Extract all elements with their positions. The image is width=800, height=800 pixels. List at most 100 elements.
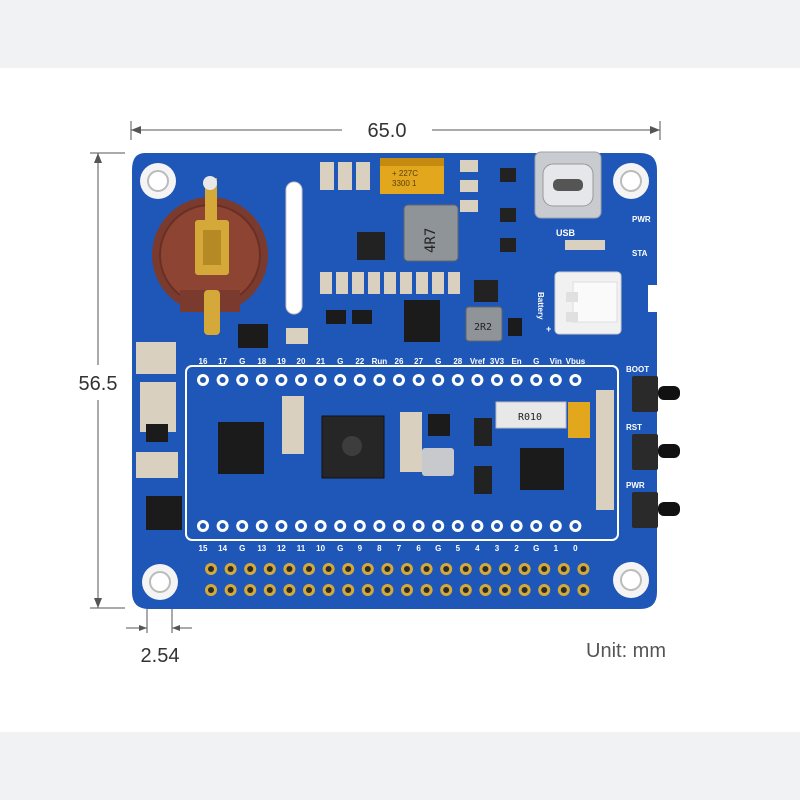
pad-hole-center — [415, 523, 422, 529]
pad-hole-center — [396, 377, 402, 383]
header-pin-hole — [325, 587, 332, 593]
pad-hole-center — [200, 377, 206, 383]
header-pin-hole — [580, 566, 587, 572]
pin-label: 10 — [316, 544, 325, 553]
battery-connector — [554, 271, 622, 335]
button-label: BOOT — [626, 365, 649, 374]
pin-label: 4 — [475, 544, 480, 553]
header-pin-hole — [286, 566, 293, 572]
header-pin-hole — [306, 587, 312, 593]
button-actuator[interactable] — [658, 444, 680, 458]
pad-hole-center — [278, 523, 285, 529]
header-pin-hole — [266, 566, 273, 572]
pin-label: 0 — [573, 544, 578, 553]
pad-hole-center — [396, 523, 402, 529]
inductor-2r2: 2R2 — [465, 306, 503, 342]
module-components: R010 — [218, 390, 614, 510]
svg-text:3300 1: 3300 1 — [392, 179, 417, 188]
pin-label: 3 — [495, 544, 500, 553]
pin-label: G — [337, 544, 343, 553]
tactile-button[interactable] — [632, 376, 658, 412]
pad-hole-center — [219, 523, 226, 529]
header-pin-hole — [541, 566, 548, 572]
header-pin-hole — [443, 587, 450, 593]
tactile-button[interactable] — [632, 434, 658, 470]
pin-label: 22 — [355, 357, 364, 366]
height-dimension: 56.5 — [79, 152, 125, 609]
pad-hole-center — [376, 377, 383, 383]
pad-hole-center — [572, 377, 579, 383]
pad-hole-center — [298, 523, 304, 529]
pad-hole-center — [258, 523, 265, 529]
pin-label: 20 — [297, 357, 306, 366]
pad-hole-center — [239, 523, 246, 529]
pad-hole-center — [415, 377, 422, 383]
pad-hole-center — [376, 523, 383, 529]
pad-hole-center — [317, 377, 324, 383]
header-pin-hole — [266, 587, 273, 593]
mounting-hole — [142, 564, 178, 600]
button-label: PWR — [626, 481, 645, 490]
pin-label: 16 — [199, 357, 208, 366]
pin-label: 9 — [358, 544, 363, 553]
tactile-button[interactable] — [632, 492, 658, 528]
bottom-pad-row — [197, 520, 582, 532]
pad-hole-center — [435, 377, 442, 383]
smd-components — [286, 160, 605, 344]
inductor-4r7: 4R7 — [403, 204, 459, 262]
pin-label: G — [239, 357, 245, 366]
pin-label: 21 — [316, 357, 325, 366]
header-pin-hole — [521, 566, 528, 572]
top-pad-row — [197, 374, 582, 386]
header-pin-hole — [580, 587, 587, 593]
pad-hole-center — [435, 523, 442, 529]
header-pin-hole — [247, 566, 254, 572]
usb-label: USB — [556, 228, 576, 238]
header-pin-hole — [325, 566, 332, 572]
tantalum-capacitor: + 227C 3300 1 — [380, 158, 444, 194]
pitch-label: 2.54 — [141, 645, 180, 667]
header-pin-hole — [560, 566, 567, 572]
pin-label: G — [533, 544, 539, 553]
pad-hole-center — [219, 377, 226, 383]
pin-label: 1 — [554, 544, 559, 553]
pad-hole-center — [200, 523, 206, 529]
width-dimension: 65.0 — [130, 120, 661, 142]
pad-hole-center — [494, 377, 500, 383]
left-components — [136, 342, 182, 530]
svg-text:4R7: 4R7 — [423, 228, 439, 253]
pad-hole-center — [298, 377, 304, 383]
pin-label: G — [533, 357, 539, 366]
usb-c-connector — [534, 151, 602, 219]
pad-hole-center — [474, 377, 481, 383]
pin-label: 28 — [453, 357, 462, 366]
pin-label: Vref — [470, 357, 485, 366]
pico-module-outline — [185, 365, 619, 541]
battery-plus-label: + — [546, 324, 551, 334]
pin-label: Vin — [550, 357, 562, 366]
mounting-hole — [140, 163, 176, 199]
pin-label: G — [337, 357, 343, 366]
mounting-hole — [613, 163, 649, 199]
header-pin-hole — [306, 566, 312, 572]
pin-label: G — [435, 544, 441, 553]
header-pin-hole — [208, 566, 214, 572]
ic-chip — [357, 232, 385, 260]
button-actuator[interactable] — [658, 502, 680, 516]
pin-label: Vbus — [566, 357, 586, 366]
header-pin-hole — [247, 587, 254, 593]
pad-hole-center — [494, 523, 500, 529]
pad-hole-center — [258, 377, 265, 383]
mounting-hole — [613, 562, 649, 598]
header-pin-hole — [462, 566, 469, 572]
button-actuator[interactable] — [658, 386, 680, 400]
header-pin-hole — [345, 587, 352, 593]
header-pin-hole — [384, 587, 391, 593]
header-pin-hole — [208, 587, 214, 593]
svg-text:+ 227C: + 227C — [392, 169, 418, 178]
header-pin-hole — [384, 566, 391, 572]
header-pin-hole — [345, 566, 352, 572]
